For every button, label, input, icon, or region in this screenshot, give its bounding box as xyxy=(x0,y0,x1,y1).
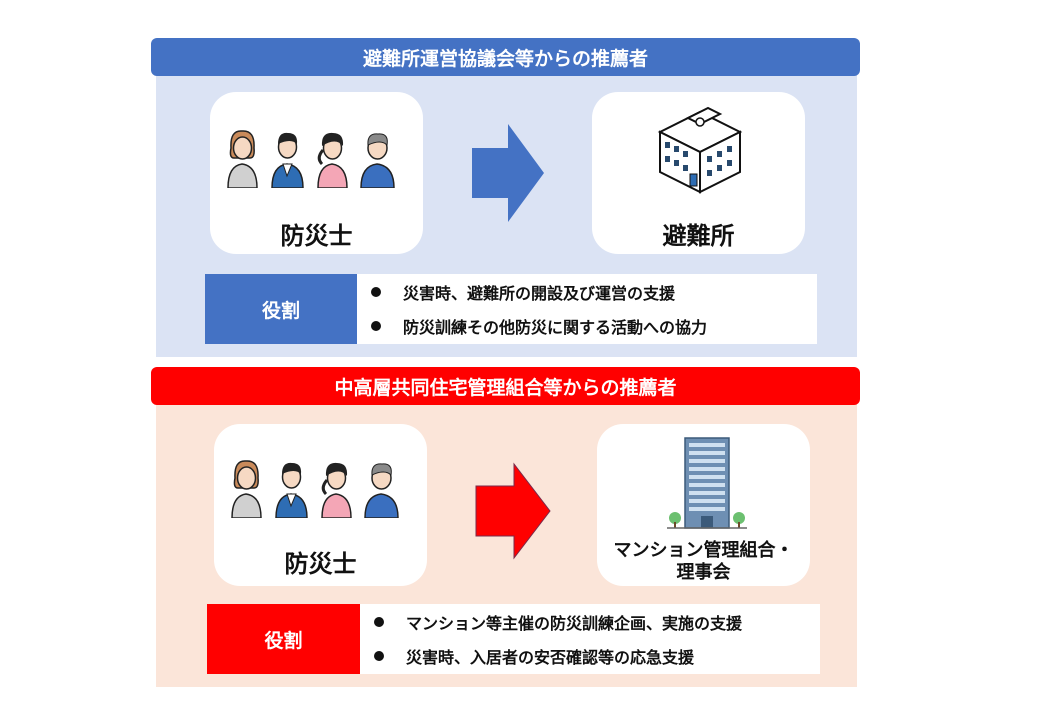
role-list: マンション等主催の防災訓練企画、実施の支援 災害時、入居者の安否確認等の応急支援 xyxy=(360,604,820,674)
role-text: 災害時、避難所の開設及び運営の支援 xyxy=(403,284,676,303)
right-arrow-icon xyxy=(472,124,544,222)
man-blue-icon xyxy=(271,132,304,188)
target-card-mansion: マンション管理組合・ 理事会 xyxy=(597,424,810,586)
woman-pink-icon xyxy=(317,132,348,188)
woman-gray-icon xyxy=(231,460,262,518)
elder-man-icon xyxy=(360,133,395,188)
role-label: 役割 xyxy=(205,274,357,344)
right-arrow-icon xyxy=(475,462,551,560)
woman-gray-icon xyxy=(227,130,258,188)
woman-pink-icon xyxy=(321,462,352,518)
source-label: 防災士 xyxy=(280,222,353,250)
source-label: 防災士 xyxy=(284,550,357,578)
section-header-shelter: 避難所運営協議会等からの推薦者 xyxy=(151,38,860,76)
role-box-shelter: 役割 災害時、避難所の開設及び運営の支援 防災訓練その他防災に関する活動への協力 xyxy=(205,274,817,344)
people-group-icon xyxy=(228,458,400,518)
role-box-mansion: 役割 マンション等主催の防災訓練企画、実施の支援 災害時、入居者の安否確認等の応… xyxy=(207,604,820,674)
school-building-icon xyxy=(657,106,743,194)
bullet-icon xyxy=(371,321,381,331)
section-header-mansion: 中高層共同住宅管理組合等からの推薦者 xyxy=(151,367,860,405)
source-card-bosaishi: 防災士 xyxy=(210,92,423,254)
list-item: 防災訓練その他防災に関する活動への協力 xyxy=(371,314,803,338)
list-item: マンション等主催の防災訓練企画、実施の支援 xyxy=(374,610,806,634)
bullet-icon xyxy=(374,617,384,627)
target-label: 避難所 xyxy=(662,222,735,250)
target-label-line1: マンション管理組合・ xyxy=(613,540,794,561)
bullet-icon xyxy=(371,287,381,297)
target-label: マンション管理組合・ 理事会 xyxy=(597,540,810,584)
role-list: 災害時、避難所の開設及び運営の支援 防災訓練その他防災に関する活動への協力 xyxy=(357,274,817,344)
role-text: 災害時、入居者の安否確認等の応急支援 xyxy=(406,648,695,667)
people-group-icon xyxy=(224,128,396,188)
role-label: 役割 xyxy=(207,604,360,674)
target-label-line2: 理事会 xyxy=(676,562,731,583)
man-blue-icon xyxy=(275,462,308,518)
role-text: 防災訓練その他防災に関する活動への協力 xyxy=(403,318,708,337)
elder-man-icon xyxy=(364,463,399,518)
source-card-bosaishi: 防災士 xyxy=(214,424,427,586)
role-text: マンション等主催の防災訓練企画、実施の支援 xyxy=(406,614,743,633)
target-card-shelter: 避難所 xyxy=(592,92,805,254)
list-item: 災害時、入居者の安否確認等の応急支援 xyxy=(374,644,806,668)
bullet-icon xyxy=(374,651,384,661)
apartment-tower-icon xyxy=(667,437,747,529)
list-item: 災害時、避難所の開設及び運営の支援 xyxy=(371,280,803,304)
